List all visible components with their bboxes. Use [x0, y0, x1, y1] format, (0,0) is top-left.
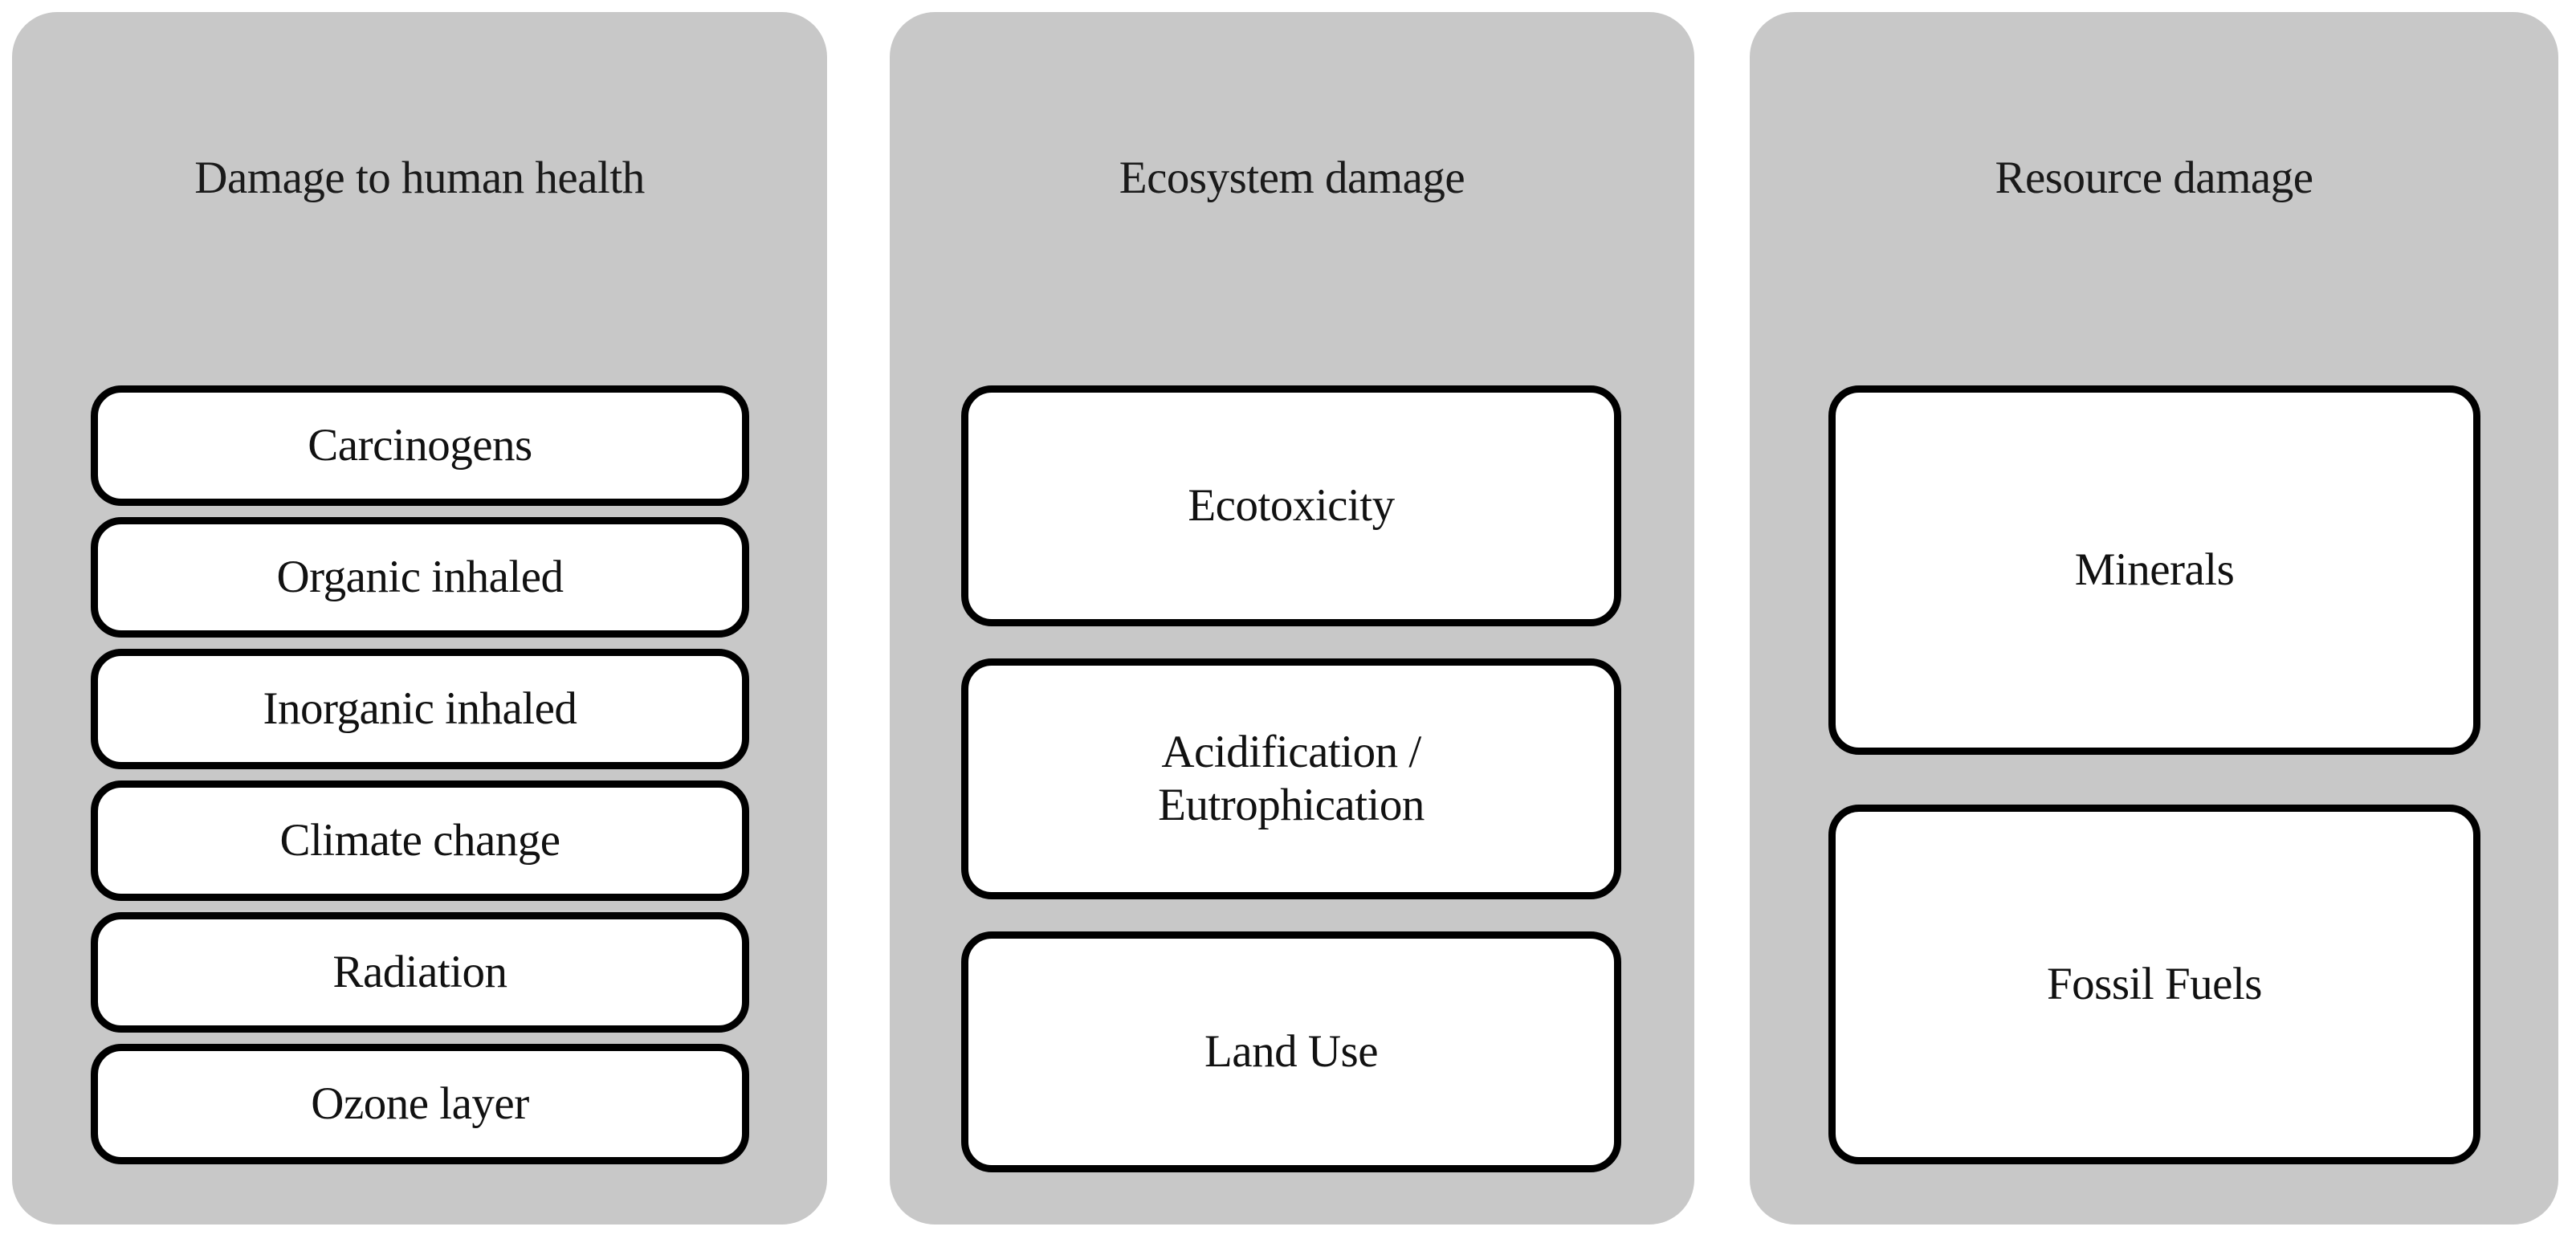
panel-damage-to-human-health: Damage to human health Carcinogens Organ…	[12, 12, 827, 1225]
category-box-label-line-2: Eutrophication	[1158, 780, 1425, 830]
category-box-label: Organic inhaled	[276, 551, 564, 602]
category-box-radiation[interactable]: Radiation	[91, 912, 749, 1033]
category-box-label: Ozone layer	[311, 1078, 529, 1129]
category-box-land-use[interactable]: Land Use	[961, 931, 1621, 1172]
category-box-acidification-eutrophication[interactable]: Acidification / Eutrophication	[961, 658, 1621, 899]
category-box-label: Land Use	[1204, 1025, 1379, 1077]
category-box-climate-change[interactable]: Climate change	[91, 780, 749, 901]
category-box-ozone-layer[interactable]: Ozone layer	[91, 1044, 749, 1164]
category-box-label: Climate change	[279, 814, 560, 866]
panel-resource-damage: Resource damage Minerals Fossil Fuels	[1750, 12, 2558, 1225]
category-box-fossil-fuels[interactable]: Fossil Fuels	[1828, 805, 2480, 1164]
category-box-label: Radiation	[332, 946, 507, 997]
box-stack-resource: Minerals Fossil Fuels	[1828, 385, 2480, 1164]
panel-title-ecosystem-damage: Ecosystem damage	[1119, 153, 1465, 203]
category-box-inorganic-inhaled[interactable]: Inorganic inhaled	[91, 649, 749, 769]
category-box-label: Carcinogens	[308, 419, 532, 471]
box-stack-human-health: Carcinogens Organic inhaled Inorganic in…	[91, 385, 749, 1164]
category-box-label: Inorganic inhaled	[263, 683, 577, 734]
category-box-organic-inhaled[interactable]: Organic inhaled	[91, 517, 749, 638]
category-box-ecotoxicity[interactable]: Ecotoxicity	[961, 385, 1621, 626]
category-box-carcinogens[interactable]: Carcinogens	[91, 385, 749, 506]
category-box-label: Ecotoxicity	[1188, 479, 1395, 531]
box-stack-ecosystem: Ecotoxicity Acidification / Eutrophicati…	[961, 385, 1621, 1172]
panel-title-damage-to-human-health: Damage to human health	[194, 153, 645, 203]
category-box-label: Acidification / Eutrophication	[1158, 726, 1425, 832]
category-box-label-line-1: Acidification /	[1161, 726, 1421, 777]
category-box-label: Minerals	[2074, 544, 2235, 595]
category-box-minerals[interactable]: Minerals	[1828, 385, 2480, 755]
panel-title-resource-damage: Resource damage	[1995, 153, 2313, 203]
category-box-label: Fossil Fuels	[2046, 958, 2263, 1009]
panel-ecosystem-damage: Ecosystem damage Ecotoxicity Acidificati…	[890, 12, 1694, 1225]
